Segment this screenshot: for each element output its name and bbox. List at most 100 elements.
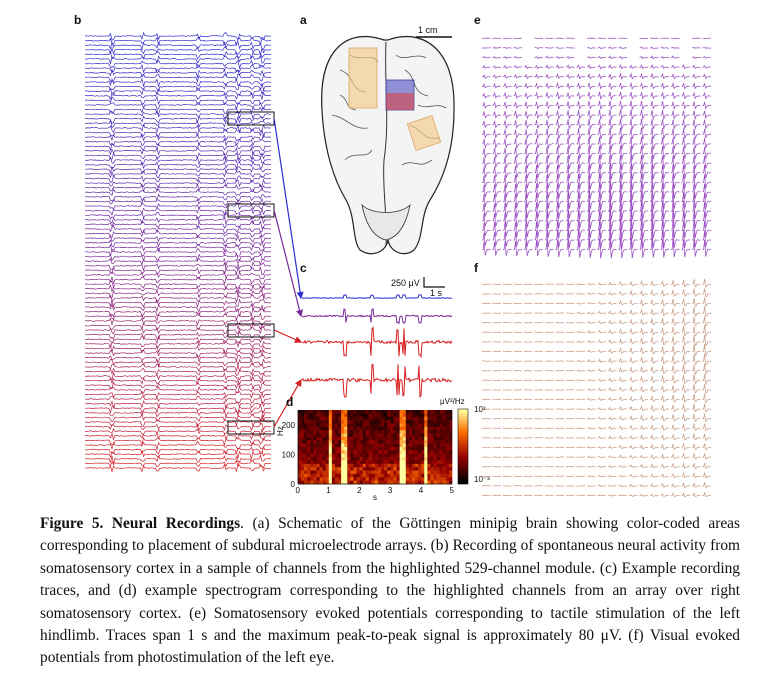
spectrogram-cell (387, 460, 391, 465)
caption-title: Figure 5. Neural Recordings (40, 515, 241, 532)
spectrogram-cell (408, 480, 413, 485)
spectrogram-cell (378, 423, 382, 428)
evoked-trace (544, 201, 554, 219)
spectrogram-cell (365, 457, 370, 461)
evoked-trace (481, 55, 491, 59)
spectrogram-cell (334, 430, 339, 434)
spectrogram-cell (436, 450, 440, 455)
evoked-trace (681, 73, 691, 80)
spectrogram-cell (387, 477, 391, 481)
spectrogram-cell (365, 453, 370, 458)
spectrogram-xlabel: s (373, 493, 377, 502)
spectrogram-cell (347, 416, 351, 421)
spectrogram-cell (448, 436, 453, 441)
spectrogram-cell (344, 470, 348, 475)
spectrogram-cell (396, 416, 400, 421)
evoked-trace (492, 241, 502, 256)
spectrogram-cell (301, 450, 305, 455)
spectrogram-cell (427, 423, 431, 428)
spectrogram-cell (344, 420, 348, 424)
spectrogram-cell (347, 453, 351, 458)
spectrogram-cell (439, 453, 444, 458)
evoked-trace (660, 375, 670, 384)
spectrogram-cell (365, 410, 370, 414)
spectrogram-cell (338, 436, 342, 441)
spectrogram-cell (316, 433, 320, 438)
spectrogram-cell (405, 433, 410, 438)
evoked-trace (576, 311, 586, 314)
evoked-trace (618, 366, 628, 373)
spectrogram-cell (304, 457, 308, 461)
evoked-trace (586, 145, 596, 160)
evoked-trace (649, 72, 659, 80)
evoked-trace (523, 192, 533, 208)
spectrogram-cell (433, 413, 437, 418)
spectrogram-cell (322, 436, 327, 441)
evoked-trace (607, 91, 617, 101)
evoked-trace (628, 145, 638, 160)
spectrogram-cell (424, 470, 428, 475)
spectrogram-cell (310, 467, 314, 471)
spectrogram-cell (298, 436, 302, 441)
spectrogram-cell (328, 450, 333, 455)
evoked-trace (513, 221, 523, 238)
spectrogram-cell (356, 467, 360, 471)
evoked-trace (513, 73, 523, 79)
evoked-trace (618, 299, 627, 305)
spectrogram-cell (331, 433, 336, 438)
raw-trace (84, 358, 272, 369)
spectrogram-cell (448, 433, 453, 438)
spectrogram-cell (427, 473, 431, 478)
spectrogram-cell (322, 426, 327, 431)
evoked-trace (670, 73, 680, 80)
evoked-trace (481, 322, 491, 324)
evoked-trace (660, 280, 670, 287)
spectrogram-cell (411, 413, 416, 418)
evoked-trace (660, 229, 670, 249)
evoked-trace (597, 329, 607, 334)
spectrogram-cell (427, 480, 431, 485)
spectrogram-cell (378, 447, 382, 451)
spectrogram-cell (341, 410, 345, 414)
spectrogram-cell (328, 430, 333, 434)
evoked-trace (660, 365, 670, 374)
evoked-trace (639, 463, 649, 469)
spectrogram-cell (390, 460, 394, 465)
spectrogram-cell (338, 460, 342, 465)
amplitude-scale-label: 250 μV (391, 278, 420, 288)
spectrogram-cell (307, 460, 311, 465)
spectrogram-cell (304, 470, 308, 475)
evoked-trace (702, 316, 712, 327)
spectrogram-cell (418, 440, 422, 444)
spectrogram-cell (433, 447, 437, 451)
colorbar-step (458, 476, 468, 480)
raw-trace (84, 123, 272, 134)
spectrogram-cell (390, 443, 394, 448)
evoked-trace (597, 484, 607, 487)
evoked-trace (534, 82, 544, 90)
evoked-trace (691, 288, 701, 297)
evoked-trace (691, 374, 701, 385)
spectrogram-cell (390, 426, 394, 431)
evoked-trace (502, 241, 512, 256)
spectrogram-cell (427, 453, 431, 458)
spectrogram-cell (439, 433, 444, 438)
spectrogram-cell (424, 473, 428, 478)
evoked-trace (660, 82, 670, 90)
evoked-trace (597, 137, 607, 150)
spectrogram-cell (338, 447, 342, 451)
example-traces (301, 294, 453, 399)
spectrogram-cell (387, 450, 391, 455)
evoked-trace (681, 442, 691, 450)
spectrogram-cell (365, 433, 370, 438)
spectrogram-cell (421, 426, 425, 431)
spectrogram-cell (408, 447, 413, 451)
spectrogram-cell (301, 473, 305, 478)
spectrogram-cell (415, 423, 419, 428)
evoked-trace (555, 446, 565, 449)
evoked-trace (545, 220, 554, 238)
evoked-trace (649, 92, 659, 100)
evoked-trace (702, 64, 712, 69)
evoked-trace (702, 278, 711, 288)
evoked-trace (586, 128, 596, 140)
